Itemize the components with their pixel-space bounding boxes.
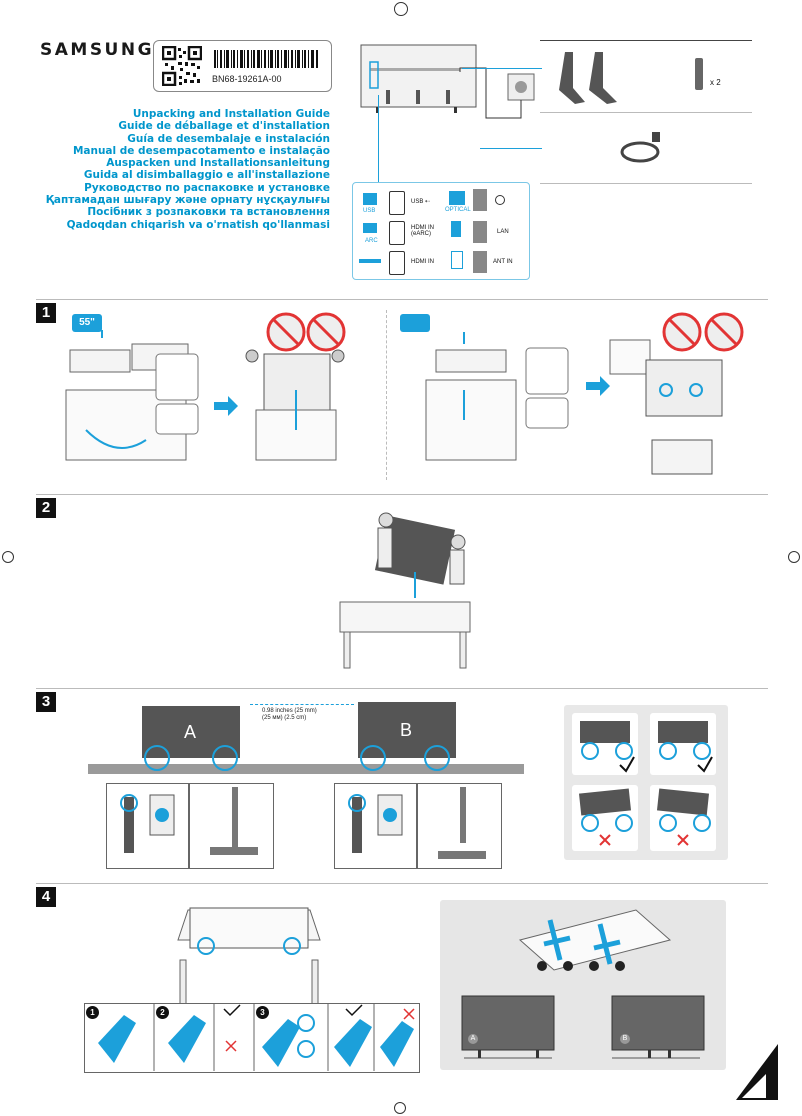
no-flat-lay-icon-2 (662, 312, 744, 352)
step1-illustration-b (425, 332, 723, 475)
usb-icon-label: USB (363, 208, 376, 214)
title-uz: Qadoqdan chiqarish va o'rnatish qo'llanm… (66, 218, 330, 231)
title-pt: Manual de desempacotamento e instalação (72, 144, 330, 157)
step4-rule (36, 883, 768, 884)
part-number: BN68-19261A-00 (212, 74, 282, 84)
accessory-rule-3 (540, 183, 752, 184)
step3-rule (36, 688, 768, 689)
lan-port-icon (473, 221, 487, 243)
hdmi-earc-icon-label: ARC (365, 238, 378, 244)
hdmi-port-icon (389, 221, 405, 245)
stand-height-dimension: 0.98 inches (25 mm) (25 мм) (2.5 cm) (262, 708, 317, 722)
label-a-badge: A (468, 1034, 478, 1044)
qr-code-icon (162, 46, 202, 86)
ant-label: ANT IN (493, 259, 513, 265)
detail-b-right (416, 783, 502, 869)
step1-rule (36, 299, 768, 300)
lan-icon (451, 221, 461, 237)
usb-port-label: USB ⇠ (411, 199, 431, 205)
tv-back-illustration (360, 44, 535, 119)
stand-highlight-circles (144, 745, 450, 771)
size-badge-other (400, 314, 430, 332)
hdmi-earc-label: HDMI IN (eARC) (411, 225, 434, 237)
page-corner-icon (736, 1044, 778, 1100)
detail-a-left (106, 783, 190, 869)
power-cord-icon (620, 132, 660, 163)
barcode-icon (214, 50, 318, 68)
no-flat-lay-icon-1 (266, 312, 346, 352)
ant-port-icon (473, 251, 487, 273)
detail-a-right (188, 783, 274, 869)
registration-mark-left (2, 551, 14, 563)
title-de: Auspacken und Installationsanleitung (106, 157, 330, 170)
screw-quantity: x 2 (710, 78, 721, 87)
step1-divider (386, 310, 388, 480)
hdmi2-icon (359, 259, 381, 263)
dimension-guide (250, 704, 354, 706)
substep-2-badge: 2 (156, 1006, 169, 1019)
title-fr: Guide de déballage et d'installation (118, 120, 330, 133)
detail-b-left (334, 783, 418, 869)
accessory-pointer-line (462, 68, 542, 69)
size-badge-55: 55" (72, 314, 102, 332)
tv-a-letter: A (184, 722, 197, 742)
guide-titles: Unpacking and Installation Guide Guide d… (46, 108, 330, 231)
title-kk: Қаптамадан шығару және орнату нұсқаулығы (45, 194, 330, 207)
step4-sequence-illustrations (98, 1003, 415, 1071)
usb-port-icon (389, 191, 405, 215)
tv-b-screen (358, 702, 456, 758)
connector-line (378, 95, 379, 183)
stand-position-illustration (461, 909, 705, 1059)
title-es: Guía de desembalaje e instalación (127, 132, 330, 145)
antenna-icon (451, 251, 463, 269)
power-usb-icon (495, 195, 505, 205)
brand-logo: SAMSUNG (40, 40, 155, 60)
accessory-rule-1 (540, 40, 752, 41)
title-it: Guida al disimballaggio e all'installazi… (83, 169, 330, 182)
accessory-pointer-line-2 (480, 148, 542, 149)
step-2-number: 2 (36, 498, 56, 518)
step1-illustration-a (65, 330, 345, 461)
hdmi2-port-icon (389, 251, 405, 275)
product-label-box (153, 40, 332, 92)
step2-rule (36, 494, 768, 495)
tv-a-screen (142, 706, 240, 758)
step4-table-illustration (177, 907, 321, 1007)
title-uk: Посібник з розпаковки та встановлення (87, 206, 330, 219)
optical-icon (449, 191, 465, 205)
screw-icon (695, 58, 703, 90)
port-panel: USB USB ⇠ OPTICAL ARC HDMI IN (eARC) LAN… (352, 182, 530, 280)
optical-port-icon (473, 189, 487, 211)
step-3-number: 3 (36, 692, 56, 712)
accessory-rule-2 (540, 112, 752, 113)
substep-3-badge: 3 (256, 1006, 269, 1019)
step2-illustration (339, 512, 471, 669)
stand-check-grid (572, 713, 716, 851)
substep-1-badge: 1 (86, 1006, 99, 1019)
tv-b-letter: B (400, 720, 413, 740)
optical-label: OPTICAL (445, 207, 471, 213)
stand-legs-icon (559, 52, 617, 104)
detail-illustrations (120, 787, 486, 859)
registration-mark-right (788, 551, 800, 563)
hdmi2-label: HDMI IN (411, 259, 434, 265)
title-en: Unpacking and Installation Guide (132, 108, 330, 120)
step-4-number: 4 (36, 887, 56, 907)
tabletop-surface (88, 764, 524, 774)
label-b-badge: B (620, 1034, 630, 1044)
dimension-line-2: (25 мм) (2.5 cm) (262, 715, 307, 721)
lan-label: LAN (497, 229, 509, 235)
registration-mark-bottom (394, 1102, 406, 1114)
dimension-line-1: 0.98 inches (25 mm) (262, 708, 317, 714)
step-1-number: 1 (36, 303, 56, 323)
registration-mark-top (394, 2, 408, 16)
usb-icon (363, 193, 377, 205)
title-ru: Руководство по распаковке и установке (84, 181, 330, 194)
hdmi-earc-icon (363, 223, 377, 233)
